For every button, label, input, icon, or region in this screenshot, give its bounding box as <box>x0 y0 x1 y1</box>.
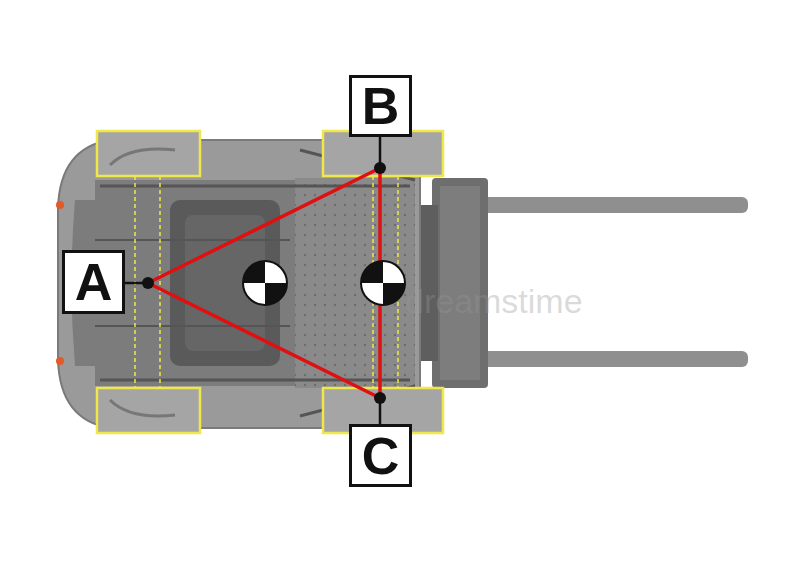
stability-triangle <box>148 168 380 398</box>
label-box: A <box>62 250 125 314</box>
label-box: B <box>349 75 412 137</box>
point-dot <box>142 162 386 404</box>
point-letter: A <box>75 256 113 308</box>
leader-line <box>124 137 380 424</box>
point-letter: B <box>362 80 400 132</box>
axle-line <box>135 176 398 388</box>
watermark: dreamstime <box>405 282 583 321</box>
wheel <box>97 131 443 433</box>
body <box>58 140 420 428</box>
label-box: C <box>349 424 412 487</box>
center-of-gravity <box>243 261 405 305</box>
fork <box>480 197 748 213</box>
fork <box>480 351 748 367</box>
point-letter: C <box>362 430 400 482</box>
